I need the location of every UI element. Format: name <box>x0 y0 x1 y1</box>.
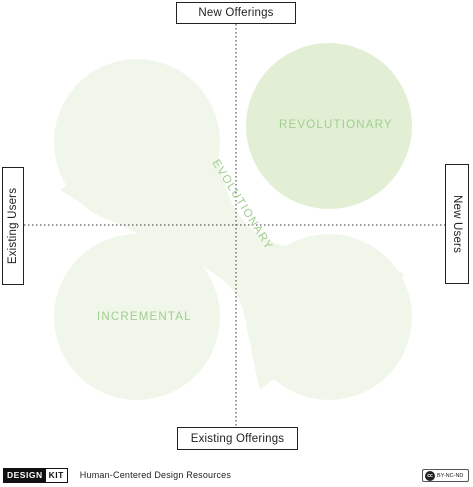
existing-offerings-label: Existing Offerings <box>177 427 298 450</box>
license-badge: cc BY-NC-ND <box>422 469 469 482</box>
existing-users-label: Existing Users <box>2 167 24 285</box>
evolutionary-blob <box>54 59 412 400</box>
logo-kit-text: KIT <box>45 468 67 482</box>
cc-icon: cc <box>425 470 435 481</box>
footer-tagline: Human-Centered Design Resources <box>79 470 232 480</box>
revolutionary-label: REVOLUTIONARY <box>279 119 393 131</box>
license-text: BY-NC-ND <box>437 472 464 479</box>
new-offerings-label: New Offerings <box>176 2 296 24</box>
incremental-label: INCREMENTAL <box>97 311 192 323</box>
design-kit-logo: DESIGN KIT <box>3 467 68 483</box>
new-users-text: New Users <box>451 194 463 254</box>
footer: DESIGN KIT Human-Centered Design Resourc… <box>3 467 231 483</box>
revolutionary-circle <box>246 43 412 209</box>
logo-design-text: DESIGN <box>4 468 46 482</box>
existing-offerings-text: Existing Offerings <box>190 432 285 445</box>
existing-users-text: Existing Users <box>7 187 20 265</box>
new-users-label: New Users <box>445 164 469 284</box>
new-offerings-text: New Offerings <box>198 7 274 19</box>
